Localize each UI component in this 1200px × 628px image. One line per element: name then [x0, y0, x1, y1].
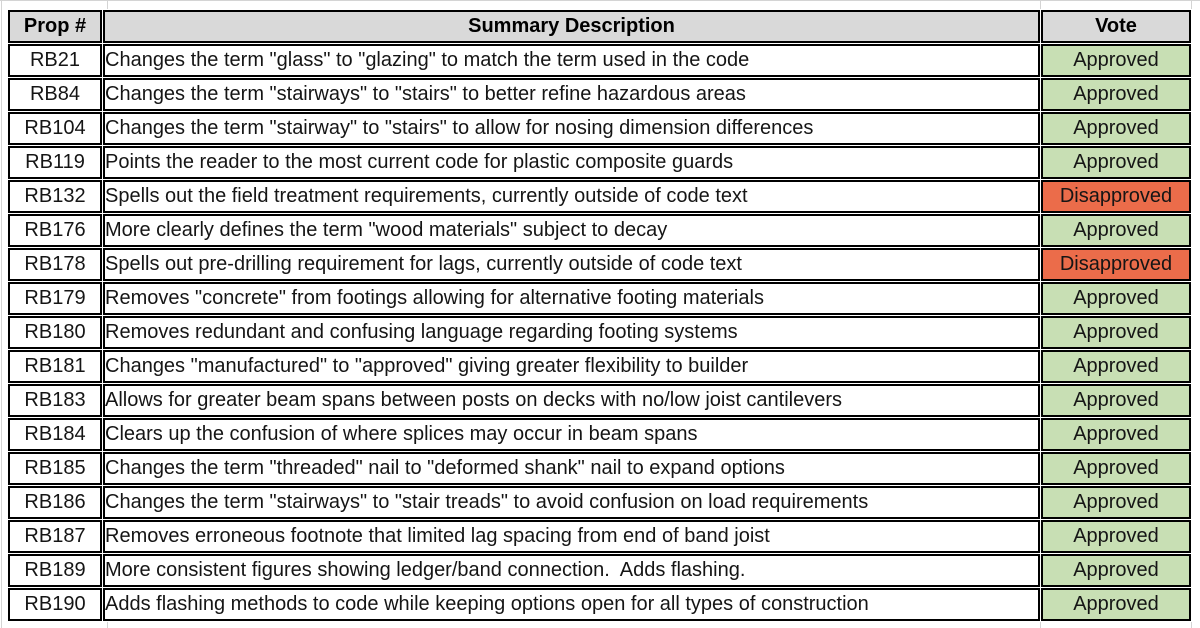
prop-number-cell: RB104 — [8, 112, 102, 145]
table-row: RB180 Removes redundant and confusing la… — [8, 316, 1191, 349]
table-row: RB190 Adds flashing methods to code whil… — [8, 588, 1191, 621]
header-row: Prop # Summary Description Vote — [8, 10, 1191, 43]
table-row: RB186 Changes the term "stairways" to "s… — [8, 486, 1191, 519]
prop-number-cell: RB189 — [8, 554, 102, 587]
description-cell: Adds flashing methods to code while keep… — [103, 588, 1040, 621]
vote-status-cell: Approved — [1041, 554, 1191, 587]
prop-number-cell: RB190 — [8, 588, 102, 621]
table-row: RB132 Spells out the field treatment req… — [8, 180, 1191, 213]
vote-status-cell: Approved — [1041, 214, 1191, 247]
column-header-prop: Prop # — [8, 10, 102, 43]
table-row: RB178 Spells out pre-drilling requiremen… — [8, 248, 1191, 281]
vote-status-cell: Approved — [1041, 486, 1191, 519]
vote-status-cell: Approved — [1041, 112, 1191, 145]
prop-number-cell: RB186 — [8, 486, 102, 519]
description-cell: Changes the term "stairways" to "stairs"… — [103, 78, 1040, 111]
description-cell: More consistent figures showing ledger/b… — [103, 554, 1040, 587]
prop-number-cell: RB181 — [8, 350, 102, 383]
table-row: RB179 Removes "concrete" from footings a… — [8, 282, 1191, 315]
prop-number-cell: RB176 — [8, 214, 102, 247]
vote-status-cell: Approved — [1041, 520, 1191, 553]
description-cell: More clearly defines the term "wood mate… — [103, 214, 1040, 247]
table-row: RB119 Points the reader to the most curr… — [8, 146, 1191, 179]
vote-status-cell: Approved — [1041, 316, 1191, 349]
prop-number-cell: RB84 — [8, 78, 102, 111]
description-cell: Points the reader to the most current co… — [103, 146, 1040, 179]
description-cell: Changes the term "stairways" to "stair t… — [103, 486, 1040, 519]
prop-number-cell: RB187 — [8, 520, 102, 553]
prop-number-cell: RB119 — [8, 146, 102, 179]
prop-number-cell: RB132 — [8, 180, 102, 213]
vote-status-cell: Approved — [1041, 350, 1191, 383]
table-row: RB176 More clearly defines the term "woo… — [8, 214, 1191, 247]
prop-number-cell: RB180 — [8, 316, 102, 349]
vote-status-cell: Disapproved — [1041, 248, 1191, 281]
description-cell: Changes the term "stairway" to "stairs" … — [103, 112, 1040, 145]
table-row: RB181 Changes "manufactured" to "approve… — [8, 350, 1191, 383]
prop-number-cell: RB179 — [8, 282, 102, 315]
vote-status-cell: Approved — [1041, 78, 1191, 111]
prop-number-cell: RB21 — [8, 44, 102, 77]
gridline-top — [0, 0, 1200, 1]
vote-status-cell: Approved — [1041, 452, 1191, 485]
table-row: RB189 More consistent figures showing le… — [8, 554, 1191, 587]
vote-status-cell: Disapproved — [1041, 180, 1191, 213]
description-cell: Removes "concrete" from footings allowin… — [103, 282, 1040, 315]
table-row: RB84 Changes the term "stairways" to "st… — [8, 78, 1191, 111]
vote-status-cell: Approved — [1041, 418, 1191, 451]
vote-status-cell: Approved — [1041, 146, 1191, 179]
description-cell: Allows for greater beam spans between po… — [103, 384, 1040, 417]
column-header-vote: Vote — [1041, 10, 1191, 43]
vote-status-cell: Approved — [1041, 588, 1191, 621]
description-cell: Removes redundant and confusing language… — [103, 316, 1040, 349]
description-cell: Changes "manufactured" to "approved" giv… — [103, 350, 1040, 383]
table-row: RB184 Clears up the confusion of where s… — [8, 418, 1191, 451]
description-cell: Spells out the field treatment requireme… — [103, 180, 1040, 213]
table-row: RB21 Changes the term "glass" to "glazin… — [8, 44, 1191, 77]
table-row: RB183 Allows for greater beam spans betw… — [8, 384, 1191, 417]
prop-number-cell: RB184 — [8, 418, 102, 451]
prop-number-cell: RB185 — [8, 452, 102, 485]
gridline-left — [1, 0, 2, 628]
description-cell: Removes erroneous footnote that limited … — [103, 520, 1040, 553]
proposal-vote-table: Prop # Summary Description Vote RB21 Cha… — [7, 9, 1192, 622]
table-row: RB185 Changes the term "threaded" nail t… — [8, 452, 1191, 485]
description-cell: Spells out pre-drilling requirement for … — [103, 248, 1040, 281]
description-cell: Clears up the confusion of where splices… — [103, 418, 1040, 451]
table-row: RB187 Removes erroneous footnote that li… — [8, 520, 1191, 553]
description-cell: Changes the term "glass" to "glazing" to… — [103, 44, 1040, 77]
prop-number-cell: RB183 — [8, 384, 102, 417]
column-header-description: Summary Description — [103, 10, 1040, 43]
description-cell: Changes the term "threaded" nail to "def… — [103, 452, 1040, 485]
vote-status-cell: Approved — [1041, 384, 1191, 417]
vote-status-cell: Approved — [1041, 44, 1191, 77]
table-row: RB104 Changes the term "stairway" to "st… — [8, 112, 1191, 145]
vote-status-cell: Approved — [1041, 282, 1191, 315]
prop-number-cell: RB178 — [8, 248, 102, 281]
